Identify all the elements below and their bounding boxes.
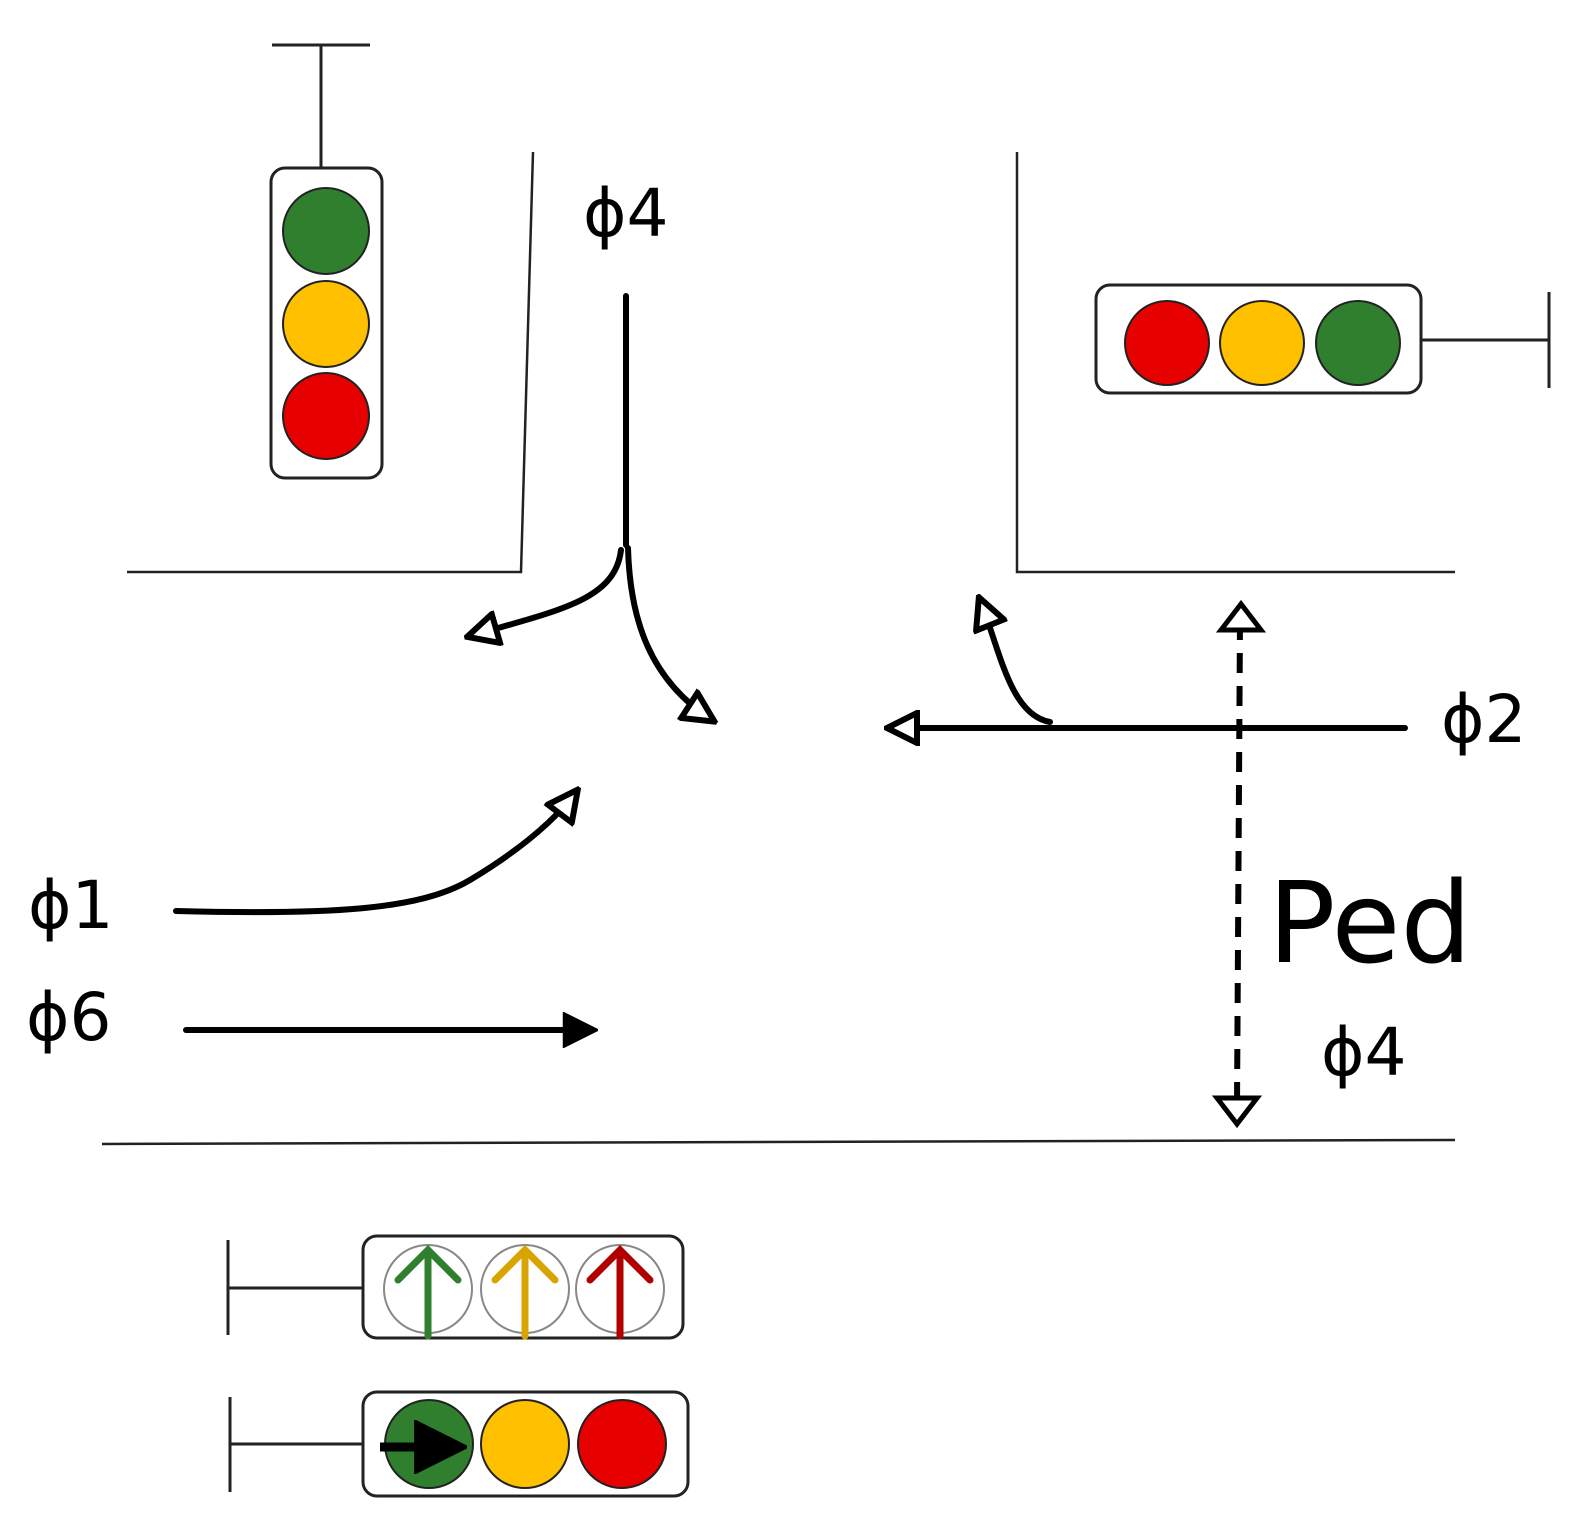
ped-arrowhead-bottom <box>1211 1095 1263 1129</box>
ped-arrowhead-top <box>1215 599 1267 633</box>
ped-phase-label: ϕ4 <box>1321 1014 1407 1091</box>
yellow-lamp <box>282 280 370 368</box>
ped-label: Ped <box>1268 859 1472 989</box>
green-lamp <box>1315 300 1401 386</box>
pedestrian-crossing <box>1211 599 1267 1129</box>
curb-lines <box>101 151 1456 1146</box>
phase-label-left-lower: ϕ6 <box>26 979 112 1056</box>
yellow-lamp <box>480 1399 570 1489</box>
east-signal <box>1094 283 1551 395</box>
southbound-movements <box>470 293 712 720</box>
yellow-lamp <box>1219 300 1305 386</box>
northeast-curb <box>1015 152 1455 574</box>
signal-pole <box>272 43 370 168</box>
south-curb <box>101 1138 1456 1146</box>
phase-label-left-upper: ϕ1 <box>28 867 114 944</box>
signal-pole <box>1421 292 1551 388</box>
signal-pole <box>228 1397 363 1492</box>
pedestrian-crossing-arrow <box>1234 619 1243 1106</box>
signal-pole <box>226 1240 363 1335</box>
westbound-right-turn-arrow <box>980 600 1053 725</box>
through-signal <box>228 1390 690 1498</box>
red-lamp <box>577 1399 667 1489</box>
green-lamp <box>282 187 370 275</box>
red-lamp <box>1124 300 1210 386</box>
phase-label-top: ϕ4 <box>583 175 669 252</box>
red-lamp <box>282 372 370 460</box>
north-signal <box>269 43 384 480</box>
westbound-movements <box>890 600 1408 728</box>
northwest-curb <box>127 151 535 574</box>
southbound-right-turn-arrow <box>470 547 624 636</box>
left-turn-arrow-signal <box>226 1234 685 1340</box>
red-up-arrow-icon <box>575 1244 665 1340</box>
green-up-arrow-icon <box>383 1244 473 1340</box>
yellow-up-arrow-icon <box>480 1244 570 1340</box>
eastbound-left-turn-arrow <box>173 792 576 916</box>
southbound-left-turn-arrow <box>625 545 712 720</box>
phase-label-right: ϕ2 <box>1441 681 1527 758</box>
